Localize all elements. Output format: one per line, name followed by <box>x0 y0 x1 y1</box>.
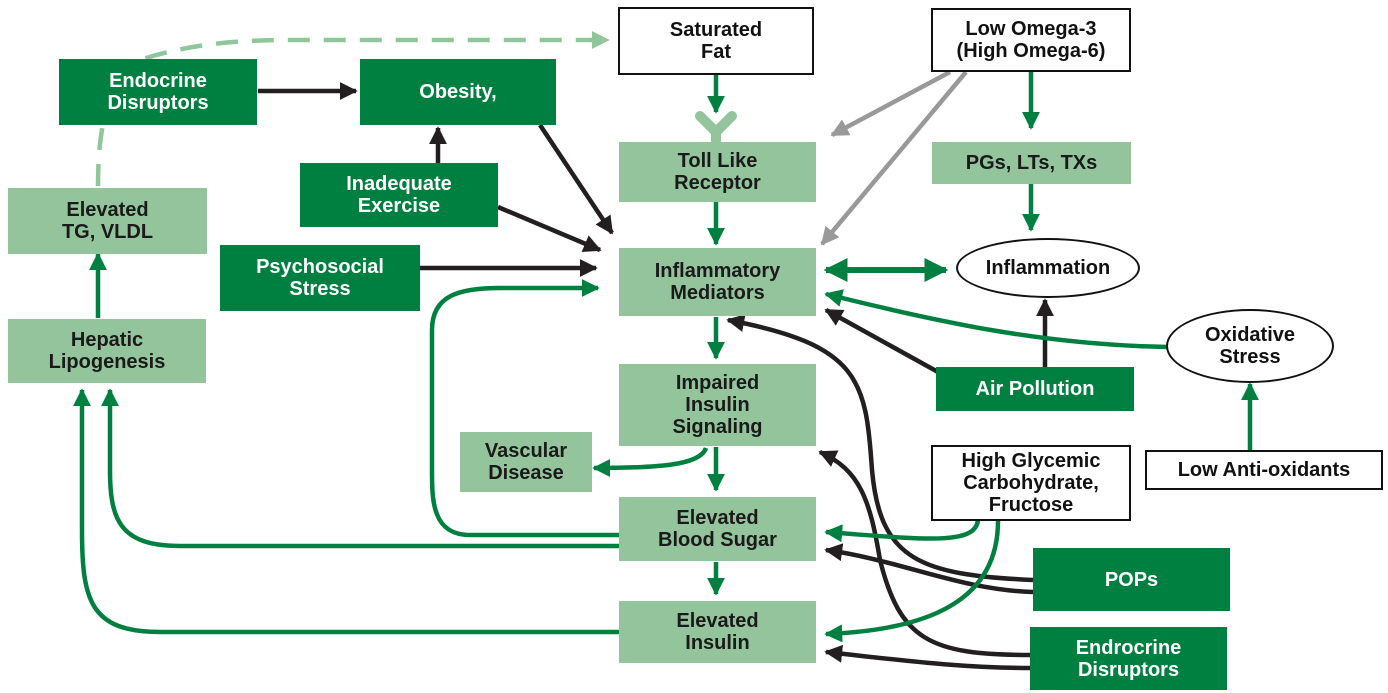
node-pgs-lts-txs: PGs, LTs, TXs <box>932 142 1131 184</box>
node-inflammatory-mediators-line-1: Inflammatory <box>654 260 781 282</box>
edge-tg-vldl-to-saturated-fat <box>95 31 610 187</box>
edge-endrocrine-bottom-to-insulin-signaling <box>818 449 1031 658</box>
node-inflammatory-mediators-line-2: Mediators <box>670 282 765 304</box>
edge-oxidative-to-inflammatory <box>824 289 1169 350</box>
node-endrocrine-disruptors: Endrocrine Disruptors <box>1030 627 1227 690</box>
edge-exercise-to-inflammatory <box>497 204 602 253</box>
node-obesity-line-1: Obesity, <box>419 81 497 103</box>
node-psychosocial-stress-line-1: Psychosocial <box>256 256 384 278</box>
node-inadequate-exercise-line-2: Exercise <box>357 195 441 217</box>
edge-glycemic-to-insulin <box>824 520 1001 643</box>
node-impaired-insulin-signaling-line-1: Impaired <box>675 372 760 394</box>
node-toll-like-receptor: Toll Like Receptor <box>619 142 816 202</box>
edge-endrocrine-bottom-to-insulin <box>824 644 1031 671</box>
node-low-omega3: Low Omega-3 (High Omega-6) <box>931 8 1131 72</box>
edge-blood-sugar-to-hepatic <box>101 388 619 549</box>
node-inflammation: Inflammation <box>956 238 1140 298</box>
node-elevated-insulin-line-2: Insulin <box>685 632 750 654</box>
edge-omega3-to-inflammatory <box>820 70 968 246</box>
node-elevated-blood-sugar: Elevated Blood Sugar <box>619 497 816 561</box>
node-elevated-tg-vldl: Elevated TG, VLDL <box>8 188 207 254</box>
edge-pops-to-blood-sugar <box>824 543 1034 595</box>
node-psychosocial-stress: Psychosocial Stress <box>220 245 420 311</box>
edge-obesity-to-inflammatory <box>538 123 614 235</box>
node-low-omega3-line-1: Low Omega-3 <box>965 18 1097 40</box>
node-elevated-blood-sugar-line-1: Elevated <box>676 507 759 529</box>
node-inadequate-exercise: Inadequate Exercise <box>300 163 498 227</box>
node-impaired-insulin-signaling-line-2: Insulin <box>685 394 750 416</box>
node-oxidative-stress-line-2: Stress <box>1219 346 1281 368</box>
node-high-glycemic-line-1: High Glycemic <box>961 450 1101 472</box>
node-saturated-fat-line-1: Saturated <box>669 19 763 41</box>
node-pgs-lts-txs-line-1: PGs, LTs, TXs <box>965 152 1098 174</box>
node-hepatic-lipogenesis-line-2: Lipogenesis <box>48 351 166 373</box>
node-vascular-disease-line-2: Disease <box>488 462 564 484</box>
node-pops-line-1: POPs <box>1104 568 1159 591</box>
node-high-glycemic-line-3: Fructose <box>988 494 1074 516</box>
edge-omega3-to-toll <box>830 70 952 137</box>
node-vascular-disease: Vascular Disease <box>460 432 592 492</box>
node-oxidative-stress-line-1: Oxidative <box>1204 324 1296 346</box>
edge-insulin-signaling-to-vascular <box>592 446 709 477</box>
node-endocrine-disruptors-line-2: Disruptors <box>107 92 209 114</box>
node-endocrine-disruptors: Endocrine Disruptors <box>59 59 257 125</box>
node-inflammatory-mediators: Inflammatory Mediators <box>619 248 816 316</box>
node-elevated-insulin-line-1: Elevated <box>676 610 759 632</box>
node-low-antioxidants: Low Anti-oxidants <box>1145 450 1383 490</box>
node-hepatic-lipogenesis-line-1: Hepatic <box>70 329 144 351</box>
node-psychosocial-stress-line-2: Stress <box>289 278 351 300</box>
node-endrocrine-disruptors-bottom-line-1: Endrocrine <box>1075 636 1182 659</box>
edge-air-pollution-to-inflammatory <box>824 308 940 374</box>
node-saturated-fat: Saturated Fat <box>618 7 814 75</box>
node-inadequate-exercise-line-1: Inadequate <box>346 173 452 195</box>
edge-insulin-to-hepatic <box>73 388 619 635</box>
node-vascular-disease-line-1: Vascular <box>484 440 568 462</box>
node-impaired-insulin-signaling: Impaired Insulin Signaling <box>619 364 816 446</box>
node-high-glycemic-line-2: Carbohydrate, <box>963 472 1099 494</box>
edge-pops-to-inflammatory <box>726 314 1034 583</box>
node-elevated-blood-sugar-line-2: Blood Sugar <box>658 529 777 551</box>
node-high-glycemic: High Glycemic Carbohydrate, Fructose <box>931 445 1131 521</box>
node-obesity: Obesity, <box>360 59 556 125</box>
node-air-pollution-line-1: Air Pollution <box>975 378 1095 400</box>
node-low-antioxidants-line-1: Low Anti-oxidants <box>1177 459 1351 481</box>
node-elevated-insulin: Elevated Insulin <box>619 601 816 663</box>
node-elevated-tg-vldl-line-2: TG, VLDL <box>61 221 154 243</box>
edge-blood-sugar-to-inflammatory <box>429 279 619 538</box>
node-toll-like-receptor-line-1: Toll Like <box>677 150 758 172</box>
node-elevated-tg-vldl-line-1: Elevated <box>66 199 149 221</box>
node-air-pollution: Air Pollution <box>936 367 1134 411</box>
node-hepatic-lipogenesis: Hepatic Lipogenesis <box>8 319 206 383</box>
node-oxidative-stress: Oxidative Stress <box>1166 309 1334 383</box>
node-saturated-fat-line-2: Fat <box>701 41 731 63</box>
node-pops: POPs <box>1033 548 1230 611</box>
node-inflammation-line-1: Inflammation <box>985 257 1111 279</box>
node-toll-like-receptor-line-2: Receptor <box>674 172 761 194</box>
node-low-omega3-line-2: (High Omega-6) <box>956 40 1106 62</box>
node-impaired-insulin-signaling-line-3: Signaling <box>672 416 763 438</box>
node-endocrine-disruptors-line-1: Endocrine <box>109 70 207 92</box>
node-endrocrine-disruptors-bottom-line-2: Disruptors <box>1077 658 1180 681</box>
edge-glycemic-to-blood-sugar <box>824 519 981 543</box>
